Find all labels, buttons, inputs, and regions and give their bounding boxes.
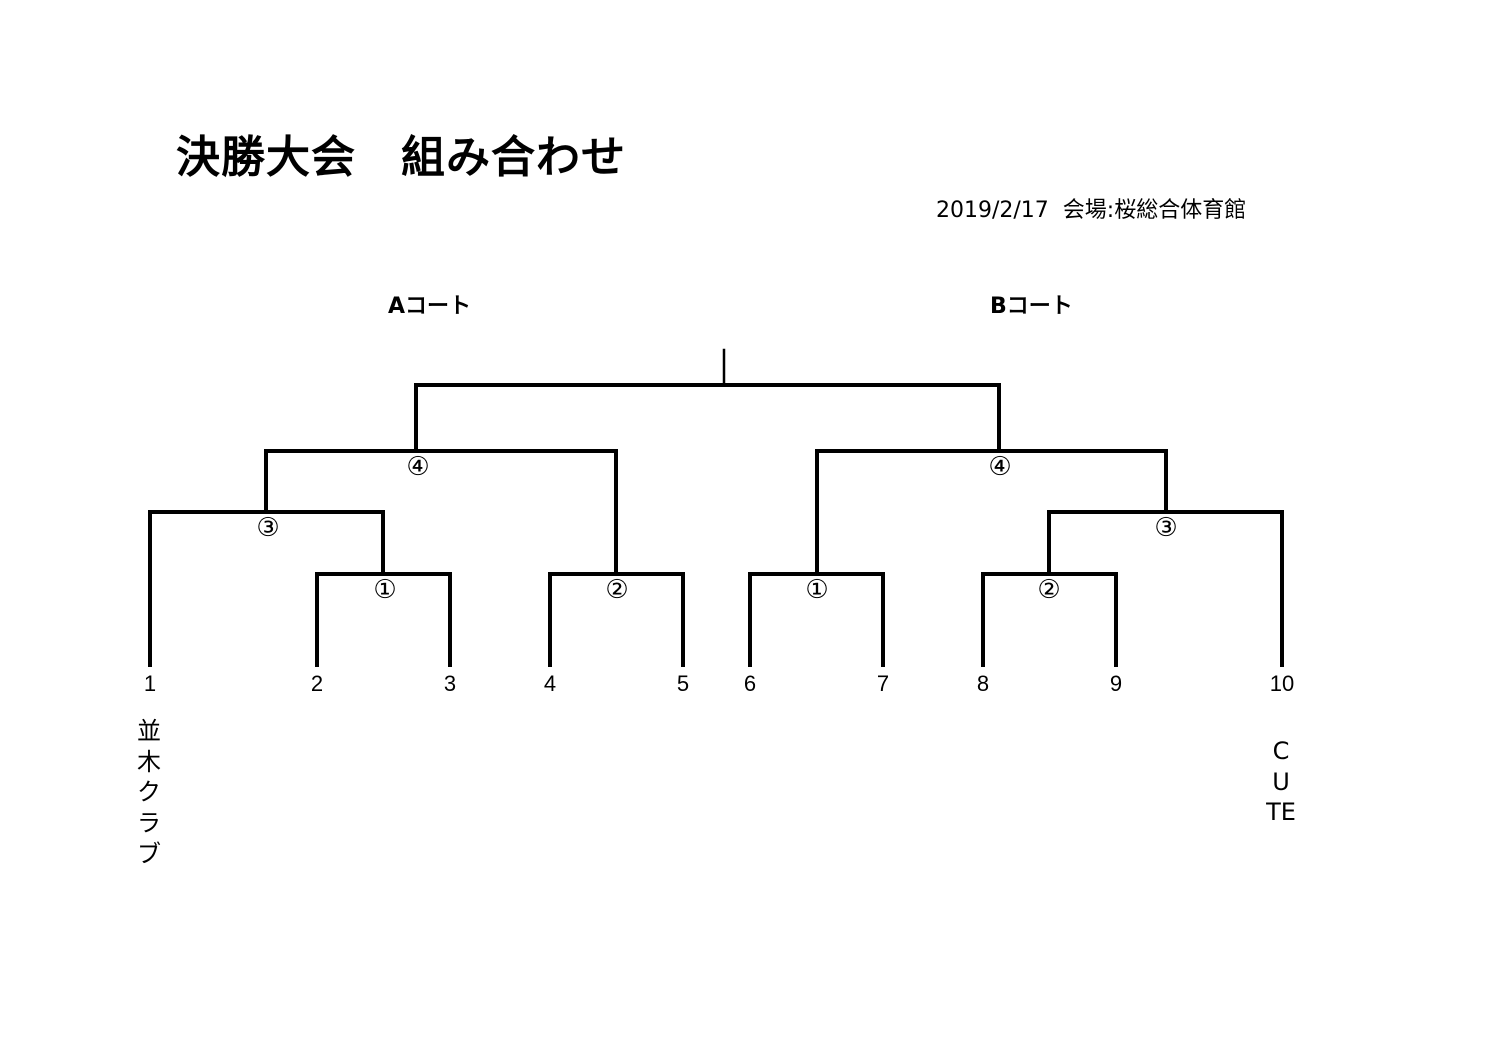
match-a3-label: ③ <box>256 513 279 543</box>
page-title: 決勝大会 組み合わせ <box>176 132 626 183</box>
match-b3-label: ③ <box>1154 513 1177 543</box>
seed-number: 1 <box>144 671 156 696</box>
seed-number: 10 <box>1270 671 1294 696</box>
team-name-slot-1: 並木クラブ <box>137 717 161 868</box>
court-b-label: Bコート <box>990 294 1073 319</box>
match-a2-label: ② <box>605 575 628 605</box>
seed-number: 9 <box>1110 671 1122 696</box>
seed-number: 6 <box>744 671 756 696</box>
date-venue: 2019/2/17 会場:桜総合体育館 <box>936 198 1247 223</box>
seed-number: 8 <box>977 671 989 696</box>
match-b4-label: ④ <box>988 452 1011 482</box>
seed-number: 7 <box>877 671 889 696</box>
seed-number: 2 <box>311 671 323 696</box>
seed-number: 4 <box>544 671 556 696</box>
court-a-label: Aコート <box>388 294 472 319</box>
match-b1-label: ① <box>805 575 828 605</box>
seed-number: 5 <box>677 671 689 696</box>
match-b2-label: ② <box>1037 575 1060 605</box>
team-name-slot-10: CUTE <box>1266 737 1296 827</box>
match-a4-label: ④ <box>406 452 429 482</box>
match-a1-label: ① <box>373 575 396 605</box>
seed-number: 3 <box>444 671 456 696</box>
